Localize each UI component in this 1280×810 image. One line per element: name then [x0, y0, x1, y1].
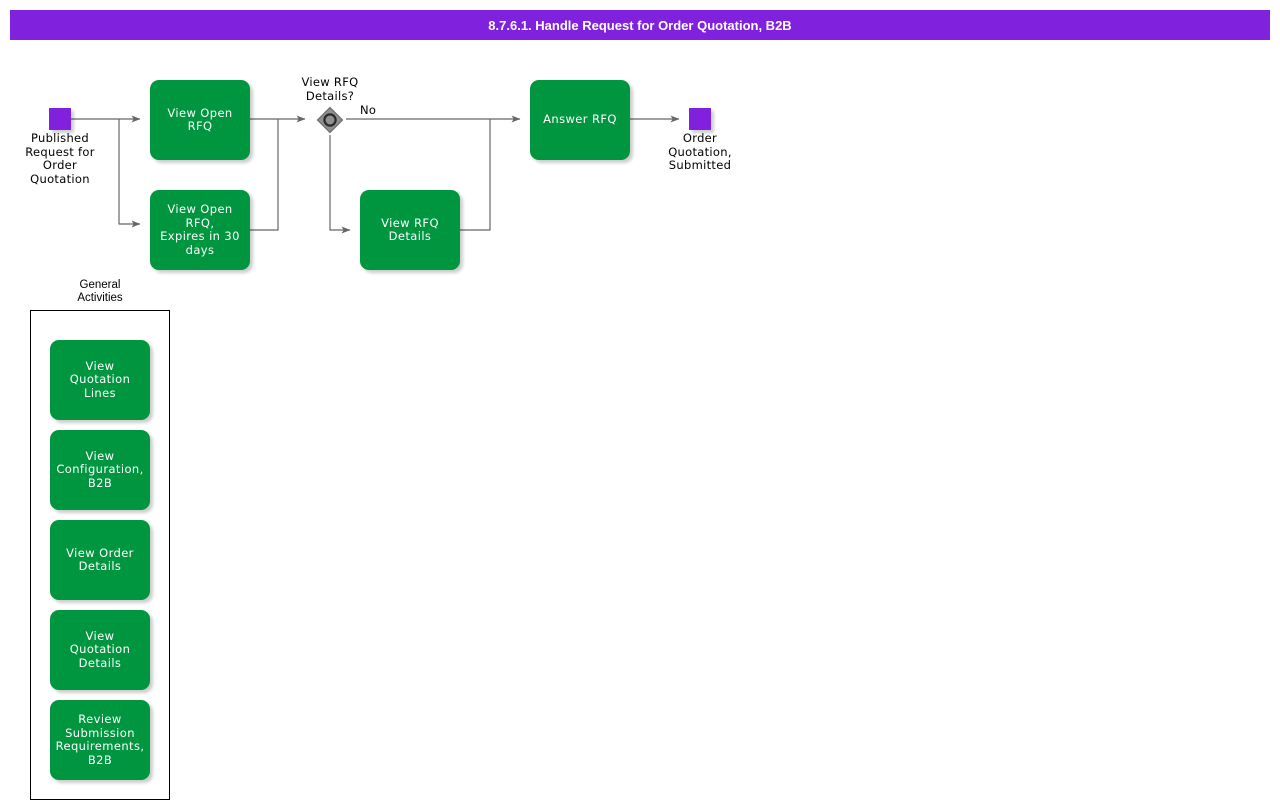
edge-split-to-view-open-rfq-expires: [118, 119, 141, 228]
group-general-activities: [30, 310, 170, 800]
task-answer-rfq[interactable]: Answer RFQ: [530, 80, 630, 160]
task-view-quotation-details[interactable]: View Quotation Details: [50, 610, 150, 690]
task-view-open-rfq-label: View Open RFQ: [167, 105, 233, 133]
gateway-view-rfq-details[interactable]: [315, 105, 345, 135]
edge-gateway-to-view-rfq-details: [329, 135, 351, 234]
task-review-submission-requirements-b2b[interactable]: Review Submission Requirements, B2B: [50, 700, 150, 780]
page-title: 8.7.6.1. Handle Request for Order Quotat…: [488, 17, 792, 33]
gateway-caption-view-rfq-details: View RFQ Details?: [301, 75, 359, 103]
edge-view-open-rfq-expires-to-gateway: [250, 119, 279, 231]
edge-label-no: No: [360, 103, 377, 117]
group-caption-general-activities: General Activities: [77, 279, 123, 304]
end-event-caption: Order Quotation, Submitted: [668, 131, 732, 172]
task-view-order-details-label: View Order Details: [66, 545, 134, 573]
task-view-quotation-lines[interactable]: View Quotation Lines: [50, 340, 150, 420]
task-view-quotation-details-label: View Quotation Details: [69, 628, 131, 670]
task-view-open-rfq-expires-in-30-days-label: View Open RFQ, Expires in 30 days: [160, 202, 240, 257]
start-event-caption: Published Request for Order Quotation: [25, 131, 95, 186]
task-view-rfq-details-label: View RFQ Details: [381, 215, 439, 243]
task-view-configuration-b2b[interactable]: View Configuration, B2B: [50, 430, 150, 510]
task-view-order-details[interactable]: View Order Details: [50, 520, 150, 600]
task-view-configuration-b2b-label: View Configuration, B2B: [56, 448, 144, 490]
edge-view-rfq-details-to-answer-rfq: [460, 119, 491, 231]
page-title-bar: 8.7.6.1. Handle Request for Order Quotat…: [10, 10, 1270, 40]
task-answer-rfq-label: Answer RFQ: [543, 112, 617, 127]
task-view-quotation-lines-label: View Quotation Lines: [69, 358, 131, 400]
task-view-open-rfq[interactable]: View Open RFQ: [150, 80, 250, 160]
start-event-published-request-for-order-quotation[interactable]: [49, 108, 71, 130]
task-view-open-rfq-expires-in-30-days[interactable]: View Open RFQ, Expires in 30 days: [150, 190, 250, 270]
end-event-order-quotation-submitted[interactable]: [689, 108, 711, 130]
task-review-submission-requirements-b2b-label: Review Submission Requirements, B2B: [55, 712, 145, 767]
task-view-rfq-details[interactable]: View RFQ Details: [360, 190, 460, 270]
